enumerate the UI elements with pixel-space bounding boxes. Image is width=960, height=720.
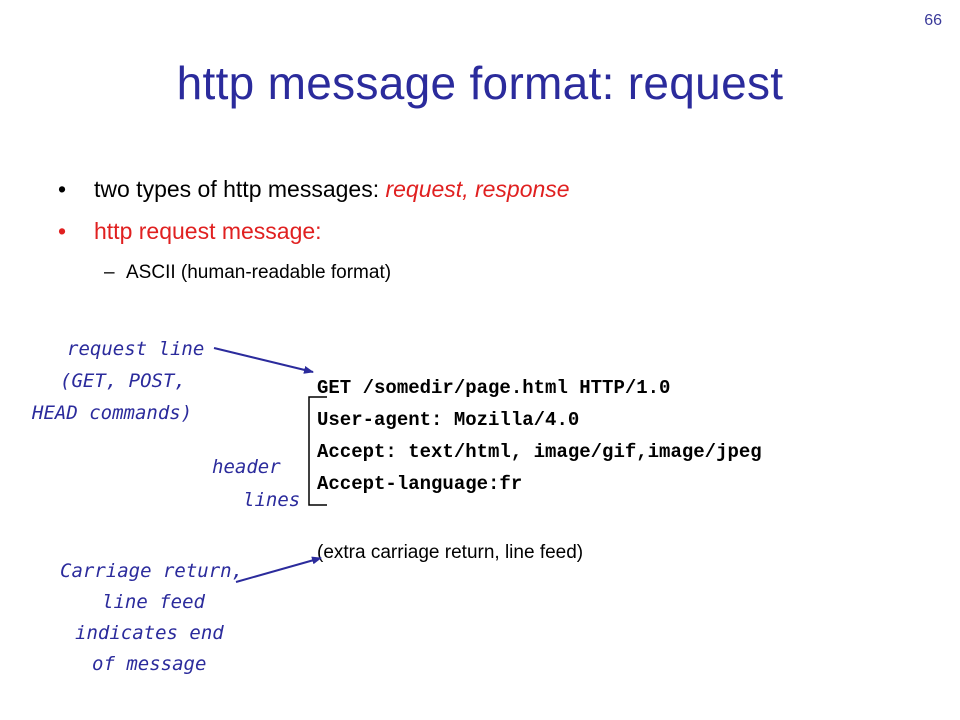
dash-icon: –: [104, 262, 115, 283]
page-number: 66: [924, 12, 942, 29]
annotation-carriage-return: of message: [92, 653, 207, 675]
annotation-request-line: (GET, POST,: [60, 370, 186, 392]
carriage-return-arrow: [235, 556, 322, 583]
annotation-request-line: request line: [67, 338, 205, 360]
bullet-icon: •: [58, 176, 67, 202]
bullet-text: http request message:: [94, 218, 322, 244]
slide-title: http message format: request: [176, 57, 784, 109]
annotation-carriage-return: Carriage return,: [60, 560, 244, 582]
request-line: GET /somedir/page.html HTTP/1.0: [317, 377, 671, 399]
annotation-carriage-return: indicates end: [75, 622, 224, 644]
bullet-emphasis: request, response: [385, 176, 570, 202]
header-line: User-agent: Mozilla/4.0: [317, 409, 580, 431]
annotation-carriage-return: line feed: [102, 591, 205, 613]
annotation-header-lines: lines: [243, 489, 301, 511]
annotation-header-lines: header: [212, 456, 281, 478]
sub-bullet-item: –ASCII (human-readable format): [104, 262, 391, 284]
extra-line: (extra carriage return, line feed): [317, 542, 584, 563]
bullet-item: • http request message:: [58, 218, 322, 245]
header-line: Accept-language:fr: [317, 473, 523, 495]
request-line-arrow: [213, 347, 314, 374]
header-line: Accept: text/html, image/gif,image/jpeg: [317, 441, 762, 463]
sub-bullet-text: ASCII (human-readable format): [126, 262, 392, 283]
annotation-request-line: HEAD commands): [32, 402, 193, 424]
bullet-item: • two types of http messages: request, re…: [58, 176, 570, 203]
bullet-icon: •: [58, 218, 67, 244]
bullet-text: two types of http messages:: [94, 176, 386, 202]
